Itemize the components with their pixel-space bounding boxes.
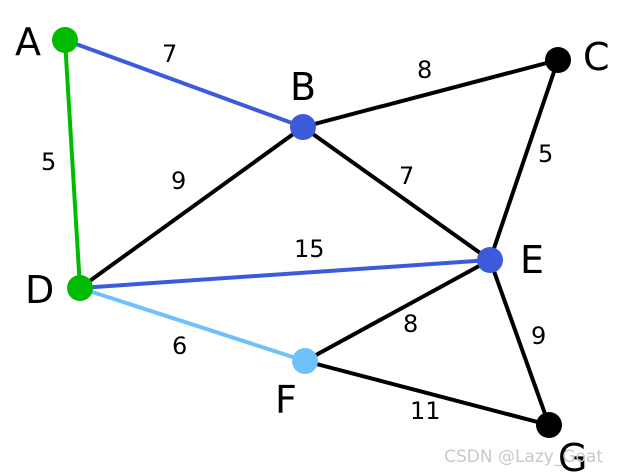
edge-weight-d-f: 6: [172, 332, 187, 360]
node-label-c: C: [583, 35, 610, 79]
node-label-b: B: [290, 65, 316, 109]
node-label-g: G: [558, 436, 587, 475]
edge-weight-f-g: 11: [410, 397, 441, 425]
edge-weight-c-e: 5: [538, 140, 553, 168]
edge-weight-d-e: 15: [294, 235, 325, 263]
node-a: [52, 27, 78, 53]
node-g: [536, 412, 562, 438]
node-f: [292, 348, 318, 374]
edge-e-f: [303, 258, 492, 363]
node-label-f: F: [275, 378, 297, 422]
edge-weight-b-d: 9: [171, 167, 186, 195]
node-b: [290, 114, 316, 140]
edge-weight-e-f: 8: [403, 310, 418, 338]
labels-layer: 7 5 8 9 7 5 15 6 8 9 11 A B C D E F G: [15, 20, 610, 475]
edge-a-d: [63, 38, 82, 290]
nodes-layer: [52, 27, 571, 438]
edge-d-f: [78, 286, 307, 363]
edge-a-b: [63, 38, 305, 129]
node-label-a: A: [15, 20, 41, 64]
node-label-e: E: [520, 238, 544, 282]
edge-b-e: [301, 125, 492, 262]
node-c: [545, 47, 571, 73]
edge-f-g: [303, 359, 551, 427]
node-label-d: D: [25, 268, 54, 312]
edge-weight-b-c: 8: [417, 56, 432, 84]
edge-e-g: [488, 258, 551, 427]
node-d: [67, 275, 93, 301]
edge-weight-a-d: 5: [41, 148, 56, 176]
watermark-text: CSDN @Lazy_Goat: [444, 447, 603, 467]
edge-b-d: [78, 125, 305, 290]
edge-c-e: [488, 58, 560, 262]
edge-weight-b-e: 7: [399, 162, 414, 190]
edge-b-c: [301, 58, 560, 129]
node-e: [477, 247, 503, 273]
edge-d-e: [78, 258, 492, 290]
edge-weight-e-g: 9: [531, 322, 546, 350]
edge-weight-a-b: 7: [162, 40, 177, 68]
edges-layer: [63, 38, 560, 427]
